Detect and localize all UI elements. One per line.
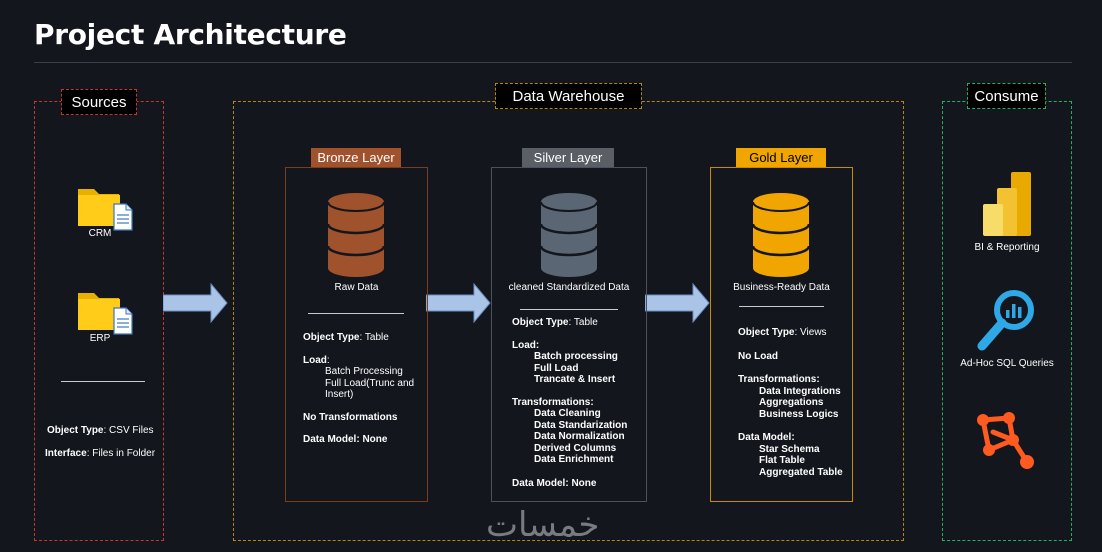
bi-reporting-label: BI & Reporting — [974, 242, 1040, 253]
warehouse-label: Data Warehouse — [495, 83, 642, 109]
silver-divider — [520, 309, 618, 310]
crm-label: CRM — [88, 228, 112, 239]
bronze-divider — [308, 313, 404, 314]
gold-layer-panel — [710, 167, 853, 502]
bi-reporting-icon — [981, 171, 1033, 237]
arrow-bronze-to-silver-icon — [426, 283, 492, 323]
gold-divider — [739, 306, 824, 307]
erp-folder-icon — [77, 288, 135, 336]
sources-object-type: Object Type: CSV Files — [47, 425, 154, 436]
sql-query-label: Ad-Hoc SQL Queries — [960, 358, 1054, 369]
gold-database-icon — [751, 192, 811, 278]
sql-query-magnifier-icon — [976, 288, 1038, 354]
crm-folder-icon — [77, 184, 135, 232]
silver-caption: cleaned Standardized Data — [508, 282, 630, 293]
silver-layer-label: Silver Layer — [522, 148, 614, 167]
sources-divider — [61, 381, 145, 382]
sources-interface: Interface: Files in Folder — [45, 448, 156, 459]
bronze-details: Object Type: Table Load: Batch Processin… — [303, 332, 415, 445]
page-title: Project Architecture — [34, 18, 347, 51]
gold-caption: Business-Ready Data — [733, 282, 830, 293]
bronze-layer-panel — [285, 167, 428, 502]
bronze-layer-label: Bronze Layer — [311, 148, 401, 167]
consume-label: Consume — [967, 83, 1046, 109]
title-divider — [34, 62, 1072, 63]
bronze-database-icon — [326, 192, 386, 278]
watermark-text: خمسات — [486, 505, 600, 545]
network-graph-icon — [975, 410, 1037, 472]
arrow-silver-to-gold-icon — [645, 283, 711, 323]
gold-layer-label: Gold Layer — [736, 148, 826, 167]
erp-label: ERP — [89, 333, 111, 344]
silver-details: Object Type: Table Load: Batch processin… — [512, 317, 628, 489]
arrow-sources-to-bronze-icon — [163, 283, 229, 323]
silver-database-icon — [539, 192, 599, 278]
silver-layer-panel — [491, 167, 647, 502]
bronze-caption: Raw Data — [334, 282, 379, 293]
sources-label: Sources — [61, 89, 137, 115]
gold-details: Object Type: Views No Load Transformatio… — [738, 327, 843, 478]
